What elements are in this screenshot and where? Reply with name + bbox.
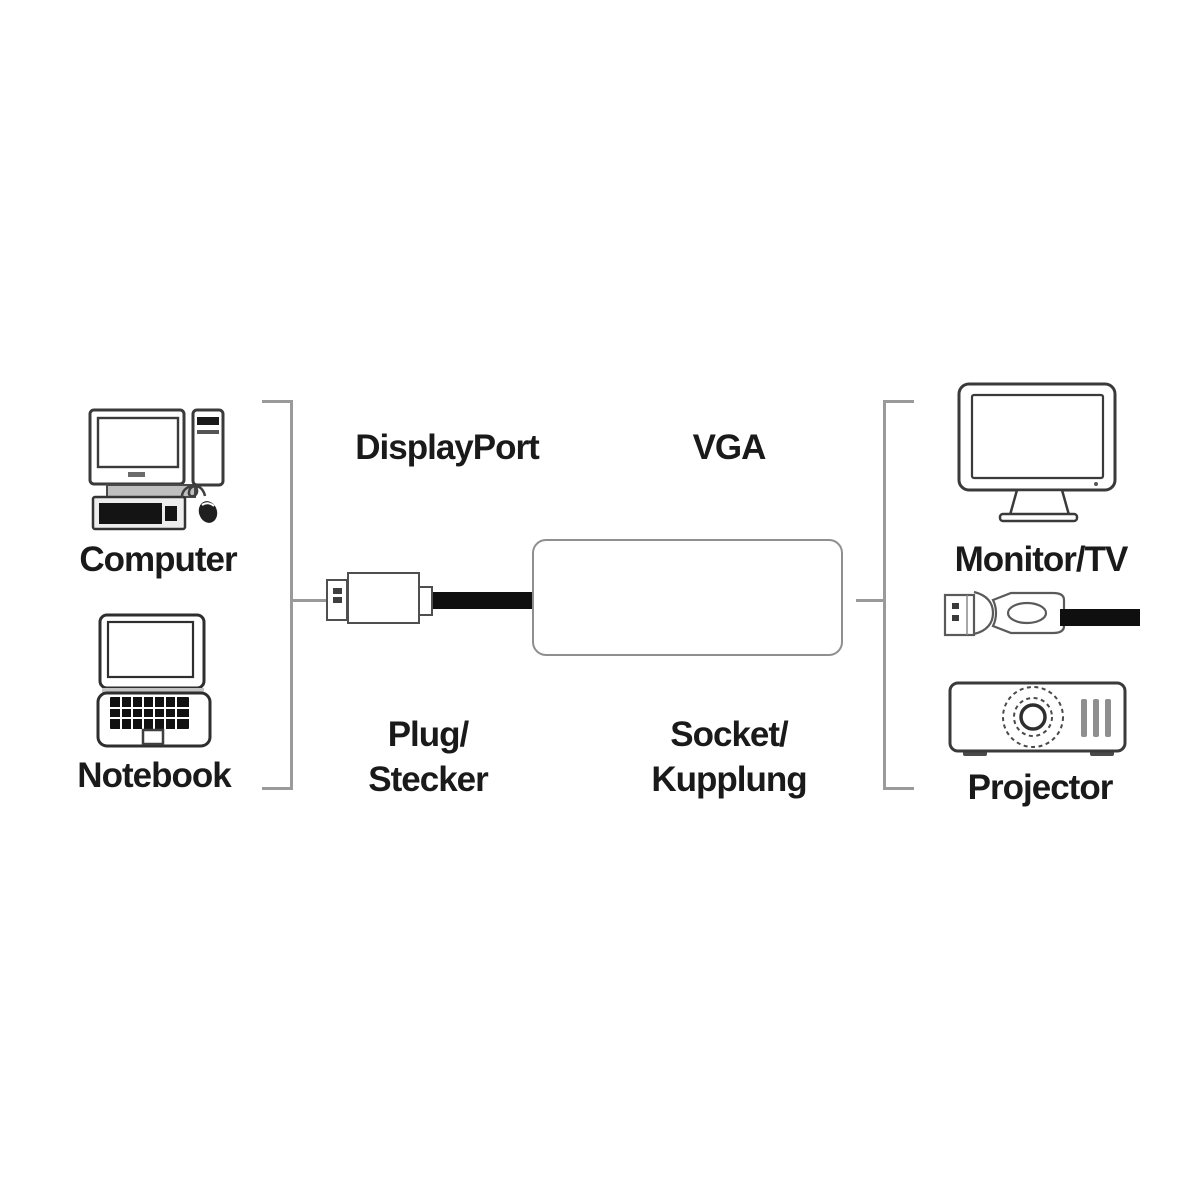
projector-label: Projector [967,768,1114,807]
displayport-plug-icon [326,572,434,624]
dp-plug-pin [333,597,342,603]
computer-icon [85,402,227,538]
notebook-label: Notebook [77,756,231,795]
output-connection-line [856,599,883,602]
socket-label-line1: Socket/ [670,715,789,754]
plug-label-line2: Stecker [368,760,488,799]
vga-label: VGA [692,428,767,467]
monitor-tv-icon [957,382,1119,524]
notebook-icon [96,612,214,748]
monitor-tv-label: Monitor/TV [954,540,1129,579]
plug-label-line1: Plug/ [387,715,470,754]
projector-icon [947,680,1129,760]
plug-label: Plug/ Stecker [368,712,488,802]
socket-label: Socket/ Kupplung [651,712,807,802]
socket-label-line2: Kupplung [651,760,807,799]
dp-plug-neck [418,586,433,616]
source-connection-line [291,599,326,602]
adapter-cable [433,592,533,609]
displayport-label: DisplayPort [355,428,539,467]
dp-plug-pin [333,588,342,594]
dp-plug-body [347,572,420,624]
vga-socket-box [532,539,843,656]
vga-cable-icon [941,587,1141,639]
computer-label: Computer [79,540,237,579]
output-bracket [883,400,914,790]
source-bracket [262,400,293,790]
